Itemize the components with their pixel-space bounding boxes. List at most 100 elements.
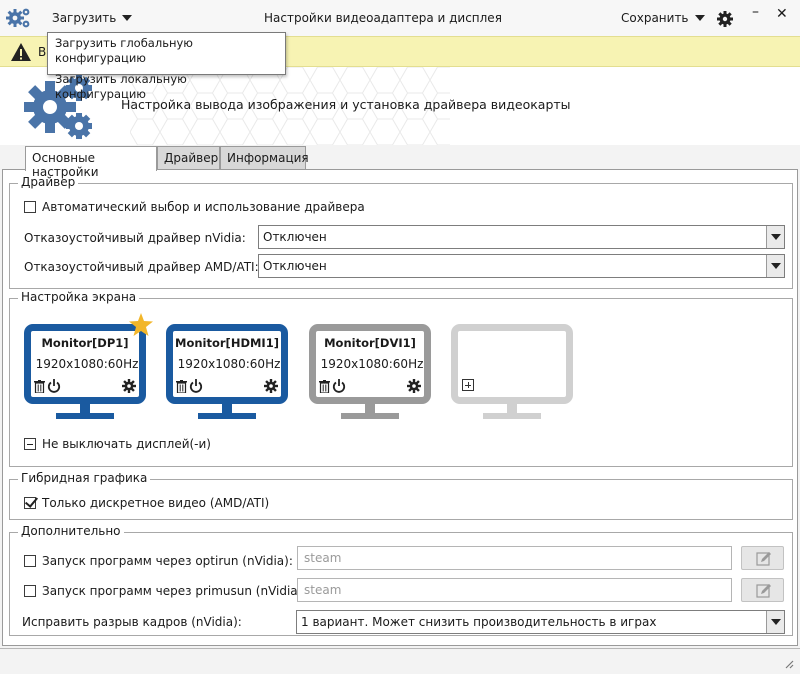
header-banner: Настройка вывода изображения и установка…	[0, 67, 800, 145]
monitor-actions	[34, 379, 136, 395]
edit-icon	[756, 584, 771, 598]
optirun-label: Запуск программ через optirun (nVidia):	[42, 554, 293, 568]
extra-group: Дополнительно	[9, 524, 793, 636]
monitor-resolution: 1920x1080:60Hz	[320, 357, 424, 371]
tab-content-panel: Драйвер Автоматический выбор и использов…	[2, 169, 798, 646]
load-menu-button[interactable]: Загрузить	[52, 11, 133, 25]
monitor-card-add[interactable]	[451, 324, 573, 422]
settings-gears-icon	[24, 75, 92, 139]
nvidia-driver-select[interactable]: Отключен	[258, 225, 785, 249]
primusun-input[interactable]: steam	[297, 578, 732, 602]
discrete-video-label: Только дискретное видео (AMD/ATI)	[42, 496, 270, 510]
monitor-resolution: 1920x1080:60Hz	[177, 357, 281, 371]
keep-display-checkbox[interactable]	[24, 438, 36, 450]
optirun-edit-button[interactable]	[741, 546, 784, 570]
add-monitor-icon[interactable]	[462, 379, 474, 391]
trash-icon[interactable]	[176, 380, 187, 393]
gear-icon[interactable]	[264, 379, 278, 393]
monitor-card-dp1[interactable]: Monitor[DP1] 1920x1080:60Hz	[24, 313, 153, 422]
screen-group: Настройка экрана	[9, 290, 793, 467]
save-menu-label: Сохранить	[621, 11, 689, 25]
warning-icon	[11, 43, 31, 61]
monitor-stand	[365, 404, 375, 414]
settings-gear-icon[interactable]	[716, 10, 734, 28]
primusun-placeholder: steam	[304, 583, 342, 597]
menu-item-load-local[interactable]: Загрузить локальную конфигурацию	[55, 72, 187, 101]
primusun-row[interactable]: Запуск программ через primusun (nVidia):	[24, 584, 306, 598]
optirun-placeholder: steam	[304, 551, 342, 565]
monitor-stand	[222, 404, 232, 414]
status-bar	[0, 648, 800, 674]
minimize-button[interactable]: –	[752, 4, 759, 20]
monitor-stand	[507, 404, 517, 414]
monitor-base	[56, 413, 114, 419]
primusun-checkbox[interactable]	[24, 585, 36, 597]
load-dropdown-menu: Загрузить глобальную конфигурацию Загруз…	[47, 32, 286, 101]
amd-driver-label: Отказоустойчивый драйвер AMD/ATI:	[24, 260, 259, 274]
tearing-value: 1 вариант. Может снизить производительно…	[301, 615, 657, 629]
monitor-base	[483, 413, 541, 419]
monitor-actions	[176, 379, 278, 395]
monitor-base	[341, 413, 399, 419]
tearing-label: Исправить разрыв кадров (nVidia):	[22, 615, 242, 629]
trash-icon[interactable]	[34, 380, 45, 393]
tearing-select[interactable]: 1 вариант. Может снизить производительно…	[296, 610, 785, 634]
monitor-stand	[80, 404, 90, 414]
primusun-edit-button[interactable]	[741, 578, 784, 602]
driver-group-title: Драйвер	[18, 175, 79, 189]
menu-item-load-global[interactable]: Загрузить глобальную конфигурацию	[55, 36, 193, 65]
hybrid-group-title: Гибридная графика	[18, 471, 151, 485]
monitor-base	[198, 413, 256, 419]
warning-text: В	[38, 45, 47, 59]
gear-icon[interactable]	[122, 379, 136, 393]
window-title: Настройки видеоадаптера и дисплея	[264, 11, 502, 25]
nvidia-driver-value: Отключен	[263, 230, 327, 244]
close-button[interactable]: ✕	[776, 6, 788, 22]
optirun-checkbox[interactable]	[24, 555, 36, 567]
chevron-down-icon	[694, 15, 705, 21]
optirun-input[interactable]: steam	[297, 546, 732, 570]
extra-group-title: Дополнительно	[18, 524, 124, 538]
primary-star-icon	[129, 313, 153, 336]
load-menu-label: Загрузить	[52, 11, 117, 25]
tab-main-settings[interactable]: Основные настройки	[25, 146, 157, 179]
monitor-name: Monitor[HDMI1]	[175, 336, 279, 350]
chevron-down-icon	[122, 15, 133, 21]
keep-display-row[interactable]: Не выключать дисплей(-и)	[24, 437, 211, 451]
monitor-name: Monitor[DP1]	[41, 336, 129, 350]
screen-group-title: Настройка экрана	[18, 290, 140, 304]
monitor-card-hdmi1[interactable]: Monitor[HDMI1] 1920x1080:60Hz	[166, 324, 288, 422]
monitor-screen	[451, 324, 573, 404]
auto-driver-checkbox[interactable]	[24, 201, 36, 213]
tab-driver[interactable]: Драйвер	[157, 146, 220, 170]
monitor-resolution: 1920x1080:60Hz	[35, 357, 139, 371]
gears-icon[interactable]	[6, 6, 32, 30]
nvidia-driver-label: Отказоустойчивый драйвер nVidia:	[24, 231, 246, 245]
resize-grip-icon[interactable]	[784, 659, 794, 669]
optirun-row[interactable]: Запуск программ через optirun (nVidia):	[24, 554, 293, 568]
discrete-video-checkbox[interactable]	[24, 497, 36, 509]
header-description: Настройка вывода изображения и установка…	[121, 97, 571, 112]
monitor-screen: Monitor[DP1] 1920x1080:60Hz	[24, 324, 146, 404]
auto-driver-label: Автоматический выбор и использование дра…	[42, 200, 365, 214]
discrete-video-row[interactable]: Только дискретное видео (AMD/ATI)	[24, 496, 269, 510]
chevron-down-icon	[766, 255, 784, 277]
primusun-label: Запуск программ через primusun (nVidia):	[42, 584, 307, 598]
chevron-down-icon	[766, 226, 784, 248]
gear-icon[interactable]	[407, 379, 421, 393]
amd-driver-value: Отключен	[263, 259, 327, 273]
power-icon[interactable]	[189, 379, 203, 393]
power-icon[interactable]	[332, 379, 346, 393]
monitor-card-dvi1[interactable]: Monitor[DVI1] 1920x1080:60Hz	[309, 324, 431, 422]
tab-info[interactable]: Информация	[220, 146, 309, 170]
trash-icon[interactable]	[319, 380, 330, 393]
auto-driver-row[interactable]: Автоматический выбор и использование дра…	[24, 200, 365, 214]
edit-icon	[756, 552, 771, 566]
hexagon-pattern	[130, 67, 450, 145]
save-menu-button[interactable]: Сохранить	[621, 11, 705, 25]
monitor-screen: Monitor[DVI1] 1920x1080:60Hz	[309, 324, 431, 404]
monitor-screen: Monitor[HDMI1] 1920x1080:60Hz	[166, 324, 288, 404]
power-icon[interactable]	[47, 379, 61, 393]
hybrid-graphics-group: Гибридная графика	[9, 471, 793, 520]
amd-driver-select[interactable]: Отключен	[258, 254, 785, 278]
